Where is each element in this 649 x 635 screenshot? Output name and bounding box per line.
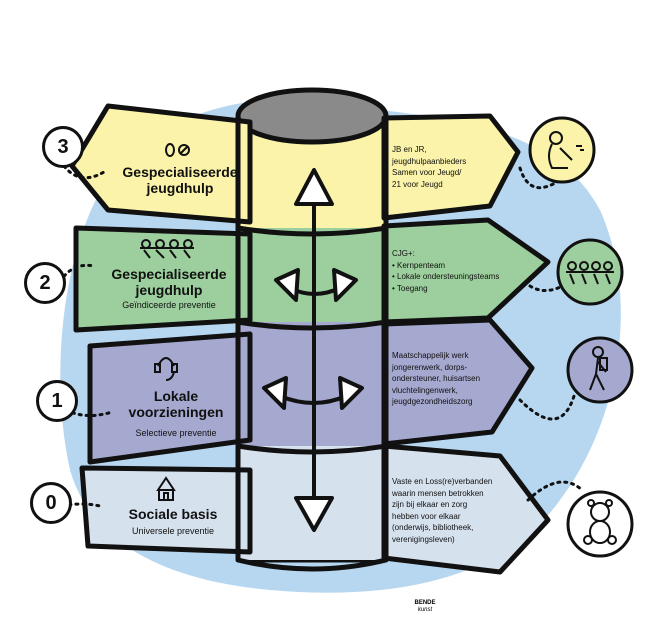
level-number-2: 2 xyxy=(24,262,66,304)
logo-line1: BENDE xyxy=(414,600,436,606)
level-2-left-sign xyxy=(73,225,253,333)
sitting-person-icon xyxy=(528,116,596,184)
level-1-left-sign xyxy=(87,331,253,465)
level-number-1: 1 xyxy=(36,380,78,422)
level-2-subtitle: Geïndiceerde preventie xyxy=(122,300,216,310)
people-group-icon xyxy=(140,239,194,259)
vertical-double-arrow xyxy=(294,168,334,532)
level-number-3: 3 xyxy=(42,126,84,168)
level-0-title: Sociale basis xyxy=(128,506,218,522)
level-3-description: JB en JR, jeugdhulpaanbieders Samen voor… xyxy=(392,145,467,189)
level-0-signs xyxy=(79,443,551,575)
dotted-connectors xyxy=(58,164,584,508)
level-2-signs xyxy=(73,217,551,333)
level-2-description: CJG+: • Kernpenteam • Lokale ondersteuni… xyxy=(392,249,500,293)
level-0-left-sign xyxy=(79,465,253,555)
level-number-0: 0 xyxy=(30,482,72,524)
level-1-subtitle: Selectieve preventie xyxy=(135,428,217,438)
pole-top xyxy=(235,87,389,145)
level-1-title-line1: Lokale xyxy=(153,388,199,404)
curved-arrow-level-1 xyxy=(262,376,364,410)
people-group-icon xyxy=(556,238,624,306)
bende-logo: BENDE kunst xyxy=(410,600,440,614)
level-1-title-line2: voorzieningen xyxy=(128,404,224,420)
headset-icon xyxy=(154,357,178,381)
level-3-title-line2: jeugdhulp xyxy=(146,180,214,196)
teddy-bear-icon xyxy=(566,490,634,558)
level-1-title: Lokale voorzieningen xyxy=(116,388,236,420)
logo-line2: kunst xyxy=(417,607,433,613)
level-3-title: Gespecialiseerde jeugdhulp xyxy=(120,164,240,196)
curved-arrow-level-2 xyxy=(274,268,358,302)
level-2-title: Gespecialiseerde jeugdhulp xyxy=(104,266,234,298)
level-2-title-line2: jeugdhulp xyxy=(135,282,203,298)
level-0-description: Vaste en Loss(re)verbanden waarin mensen… xyxy=(392,477,493,544)
level-1-signs xyxy=(87,317,535,465)
no-symbols-icon xyxy=(165,143,190,157)
level-1-description: Maatschappelijk werk jongerenwerk, dorps… xyxy=(392,351,481,406)
level-3-title-line1: Gespecialiseerde xyxy=(122,164,238,180)
level-2-title-line1: Gespecialiseerde xyxy=(111,266,227,282)
house-icon xyxy=(156,476,176,501)
hiker-icon xyxy=(566,336,634,404)
level-0-subtitle: Universele preventie xyxy=(131,526,215,536)
